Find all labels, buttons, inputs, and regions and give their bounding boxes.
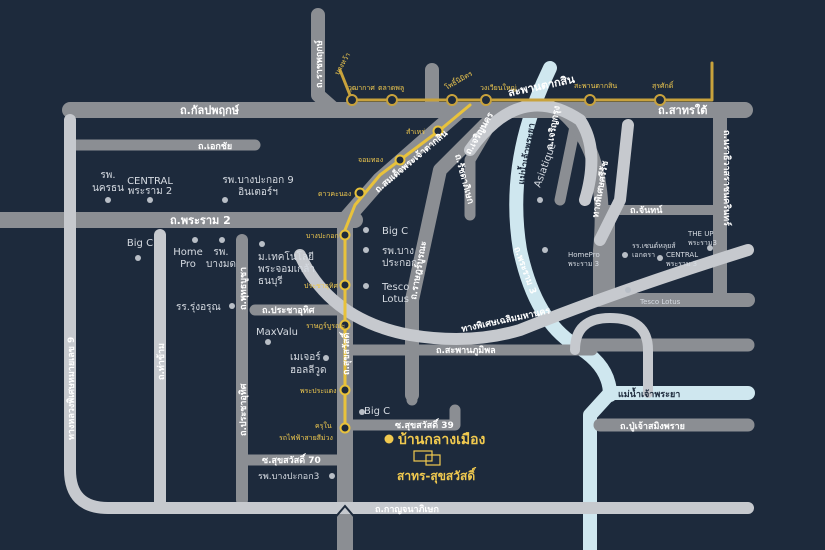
place-rungarun: รร.รุ่งอรุณ: [176, 302, 221, 313]
road-suksawat70: ซ.สุขสวัสดิ์ 70: [262, 453, 321, 466]
bts-stations: [346, 94, 666, 106]
road-phutthabucha: ถ.พุทธบูชา: [239, 267, 249, 310]
road-tha-kham: ถ.ท่าข้าม: [156, 343, 167, 380]
place-bangmod-1: รพ.: [213, 247, 228, 258]
place-homepro-rama3-1: HomePro: [568, 251, 600, 259]
road-suksawat: ถ.สุขสวัสดิ์: [339, 331, 352, 375]
road-saphan-bhumibol: ถ.สะพานภูมิพล: [436, 345, 496, 356]
place-bigc-left: Big C: [127, 238, 153, 249]
project-logo-icon: [413, 450, 433, 462]
road-ratchaphruek: ถ.ราชพฤกษ์: [313, 40, 325, 88]
place-bang-pakok3: รพ.บางปะกอก3: [258, 472, 319, 482]
station-depot: รถไฟฟ้าสายสีม่วง: [279, 433, 333, 442]
station-wongwian-yai: วงเวียนใหญ่: [480, 83, 517, 92]
station-phra-pradaeng: พระประแดง: [300, 387, 337, 395]
bts-silom-line: [338, 61, 714, 102]
place-bangmod-2: บางมด: [206, 259, 236, 270]
place-kmutt-1: ม.เทคโนโลยี: [258, 250, 314, 263]
station-pracha-uthit: ประชาอุทิศ: [304, 282, 338, 290]
station-bang-wa: บางหว้า: [333, 51, 352, 76]
road-sathorn-tai: ถ.สาทรใต้: [658, 103, 707, 117]
station-wutthakat: วุฒากาศ: [348, 84, 375, 92]
road-rama2: ถ.พระราม 2: [170, 214, 231, 227]
place-kmutt-2: พระจอมเกล้า: [258, 263, 315, 275]
place-homepro-left-2: Pro: [180, 259, 196, 270]
place-tesco-rama3: Tesco Lotus: [639, 298, 681, 306]
road-suksawat39: ซ.สุขสวัสดิ์ 39: [395, 418, 454, 431]
place-bang-pakok-hosp-2: ประกอก: [382, 258, 417, 269]
station-chom-thong: จอมทอง: [358, 156, 383, 164]
project-subtitle: สาทร-สุขสวัสดิ์: [397, 467, 477, 484]
place-bangpakok9-1: รพ.บางปะกอก 9: [222, 175, 293, 186]
road-chan: ถ.จันทน์: [630, 204, 663, 216]
place-saint-louis-1: รร.เซนต์หลุยส์: [632, 242, 676, 250]
station-saphan-taksin: สะพานตากสิน: [574, 82, 617, 90]
suksawat-arrow-icon: [332, 504, 358, 521]
purple-line: [343, 103, 472, 432]
place-bang-pakok-hosp-1: รพ.บาง: [382, 246, 414, 257]
station-surasak: สุรศักดิ์: [652, 80, 675, 90]
place-central-rama2-1: CENTRAL: [127, 176, 173, 187]
project-dot: [384, 434, 394, 444]
station-kru-nai: ครุใน: [315, 421, 332, 430]
chaophraya-river: [509, 61, 755, 550]
place-homepro-rama3-2: พระราม 3: [568, 260, 599, 268]
road-narathiwat: ถ.นราธิวาสราชนครินทร์: [721, 130, 733, 226]
station-pho-nimit: โพธิ์นิมิตร: [443, 68, 474, 92]
place-homepro-left-1: Home: [173, 247, 203, 258]
place-tesco-center-1: Tesco: [381, 282, 409, 293]
place-asiatique: Asiatique: [532, 142, 558, 189]
project-marker[interactable]: บ้านกลางเมือง CB สาทร-สุขสวัสดิ์: [384, 432, 486, 484]
station-bang-pakok: บางปะกอก: [306, 232, 339, 240]
station-samre: สำเหร่: [406, 128, 425, 136]
place-bigc-center: Big C: [382, 226, 408, 237]
road-pracha-uthit: ถ.ประชาอุทิศ: [262, 305, 315, 316]
place-the-up-1: THE UP: [687, 230, 714, 238]
place-mega-1: เมเจอร์: [290, 351, 321, 363]
places: รพ. นครธน CENTRAL พระราม 2 รพ.บางปะกอก 9…: [92, 142, 717, 482]
place-central-rama3-1: CENTRAL: [666, 251, 698, 259]
station-talat-phlu: ตลาดพลู: [378, 84, 404, 92]
road-chaophraya-river: แม่น้ำเจ้าพระยา: [618, 387, 680, 400]
station-dao-khanong: ดาวคะนอง: [318, 190, 351, 198]
road-kanchanaphisek: ถ.กาญจนาภิเษก: [375, 504, 439, 515]
place-tesco-center-2: Lotus: [382, 294, 409, 305]
purple-station-labels: สำเหร่ จอมทอง ดาวคะนอง บางปะกอก ประชาอุท…: [279, 128, 425, 442]
road-highway9: ทางหลวงพิเศษหมายเลข 9: [66, 337, 77, 440]
place-saint-louis-2: เอกตรา: [632, 251, 655, 259]
bts-station-labels: บางหว้า วุฒากาศ ตลาดพลู โพธิ์นิมิตร วงเว…: [333, 51, 674, 92]
place-kmutt-3: ธนบุรี: [258, 275, 283, 287]
place-bangpakok9-2: อินเตอร์ฯ: [238, 186, 278, 198]
place-mega-2: ฮอลลีวูด: [290, 364, 326, 376]
place-nakhon-thon-1: รพ.: [100, 170, 115, 181]
gray-roads: [0, 8, 755, 550]
road-kanlapaphruek: ถ.กัลปพฤกษ์: [180, 104, 240, 117]
place-bigc-bottom: Big C: [364, 406, 390, 417]
place-central-rama3-2: พระราม 3: [666, 260, 697, 268]
road-puchao: ถ.ปู่เจ้าสมิงพราย: [620, 421, 685, 432]
road-pracha-uthit-vertical: ถ.ประชาอุทิศ: [238, 383, 249, 436]
place-central-rama2-2: พระราม 2: [128, 186, 172, 197]
place-maxvalu: MaxValu: [256, 327, 298, 338]
place-the-up-2: พระราม3: [688, 239, 717, 247]
road-ekkachai: ถ.เอกชัย: [198, 141, 232, 152]
place-nakhon-thon-2: นครธน: [92, 183, 124, 194]
station-rat-burana: ราษฎร์บูรณะ: [306, 322, 345, 330]
project-name: บ้านกลางเมือง: [398, 432, 485, 448]
purple-stations: [339, 125, 444, 434]
